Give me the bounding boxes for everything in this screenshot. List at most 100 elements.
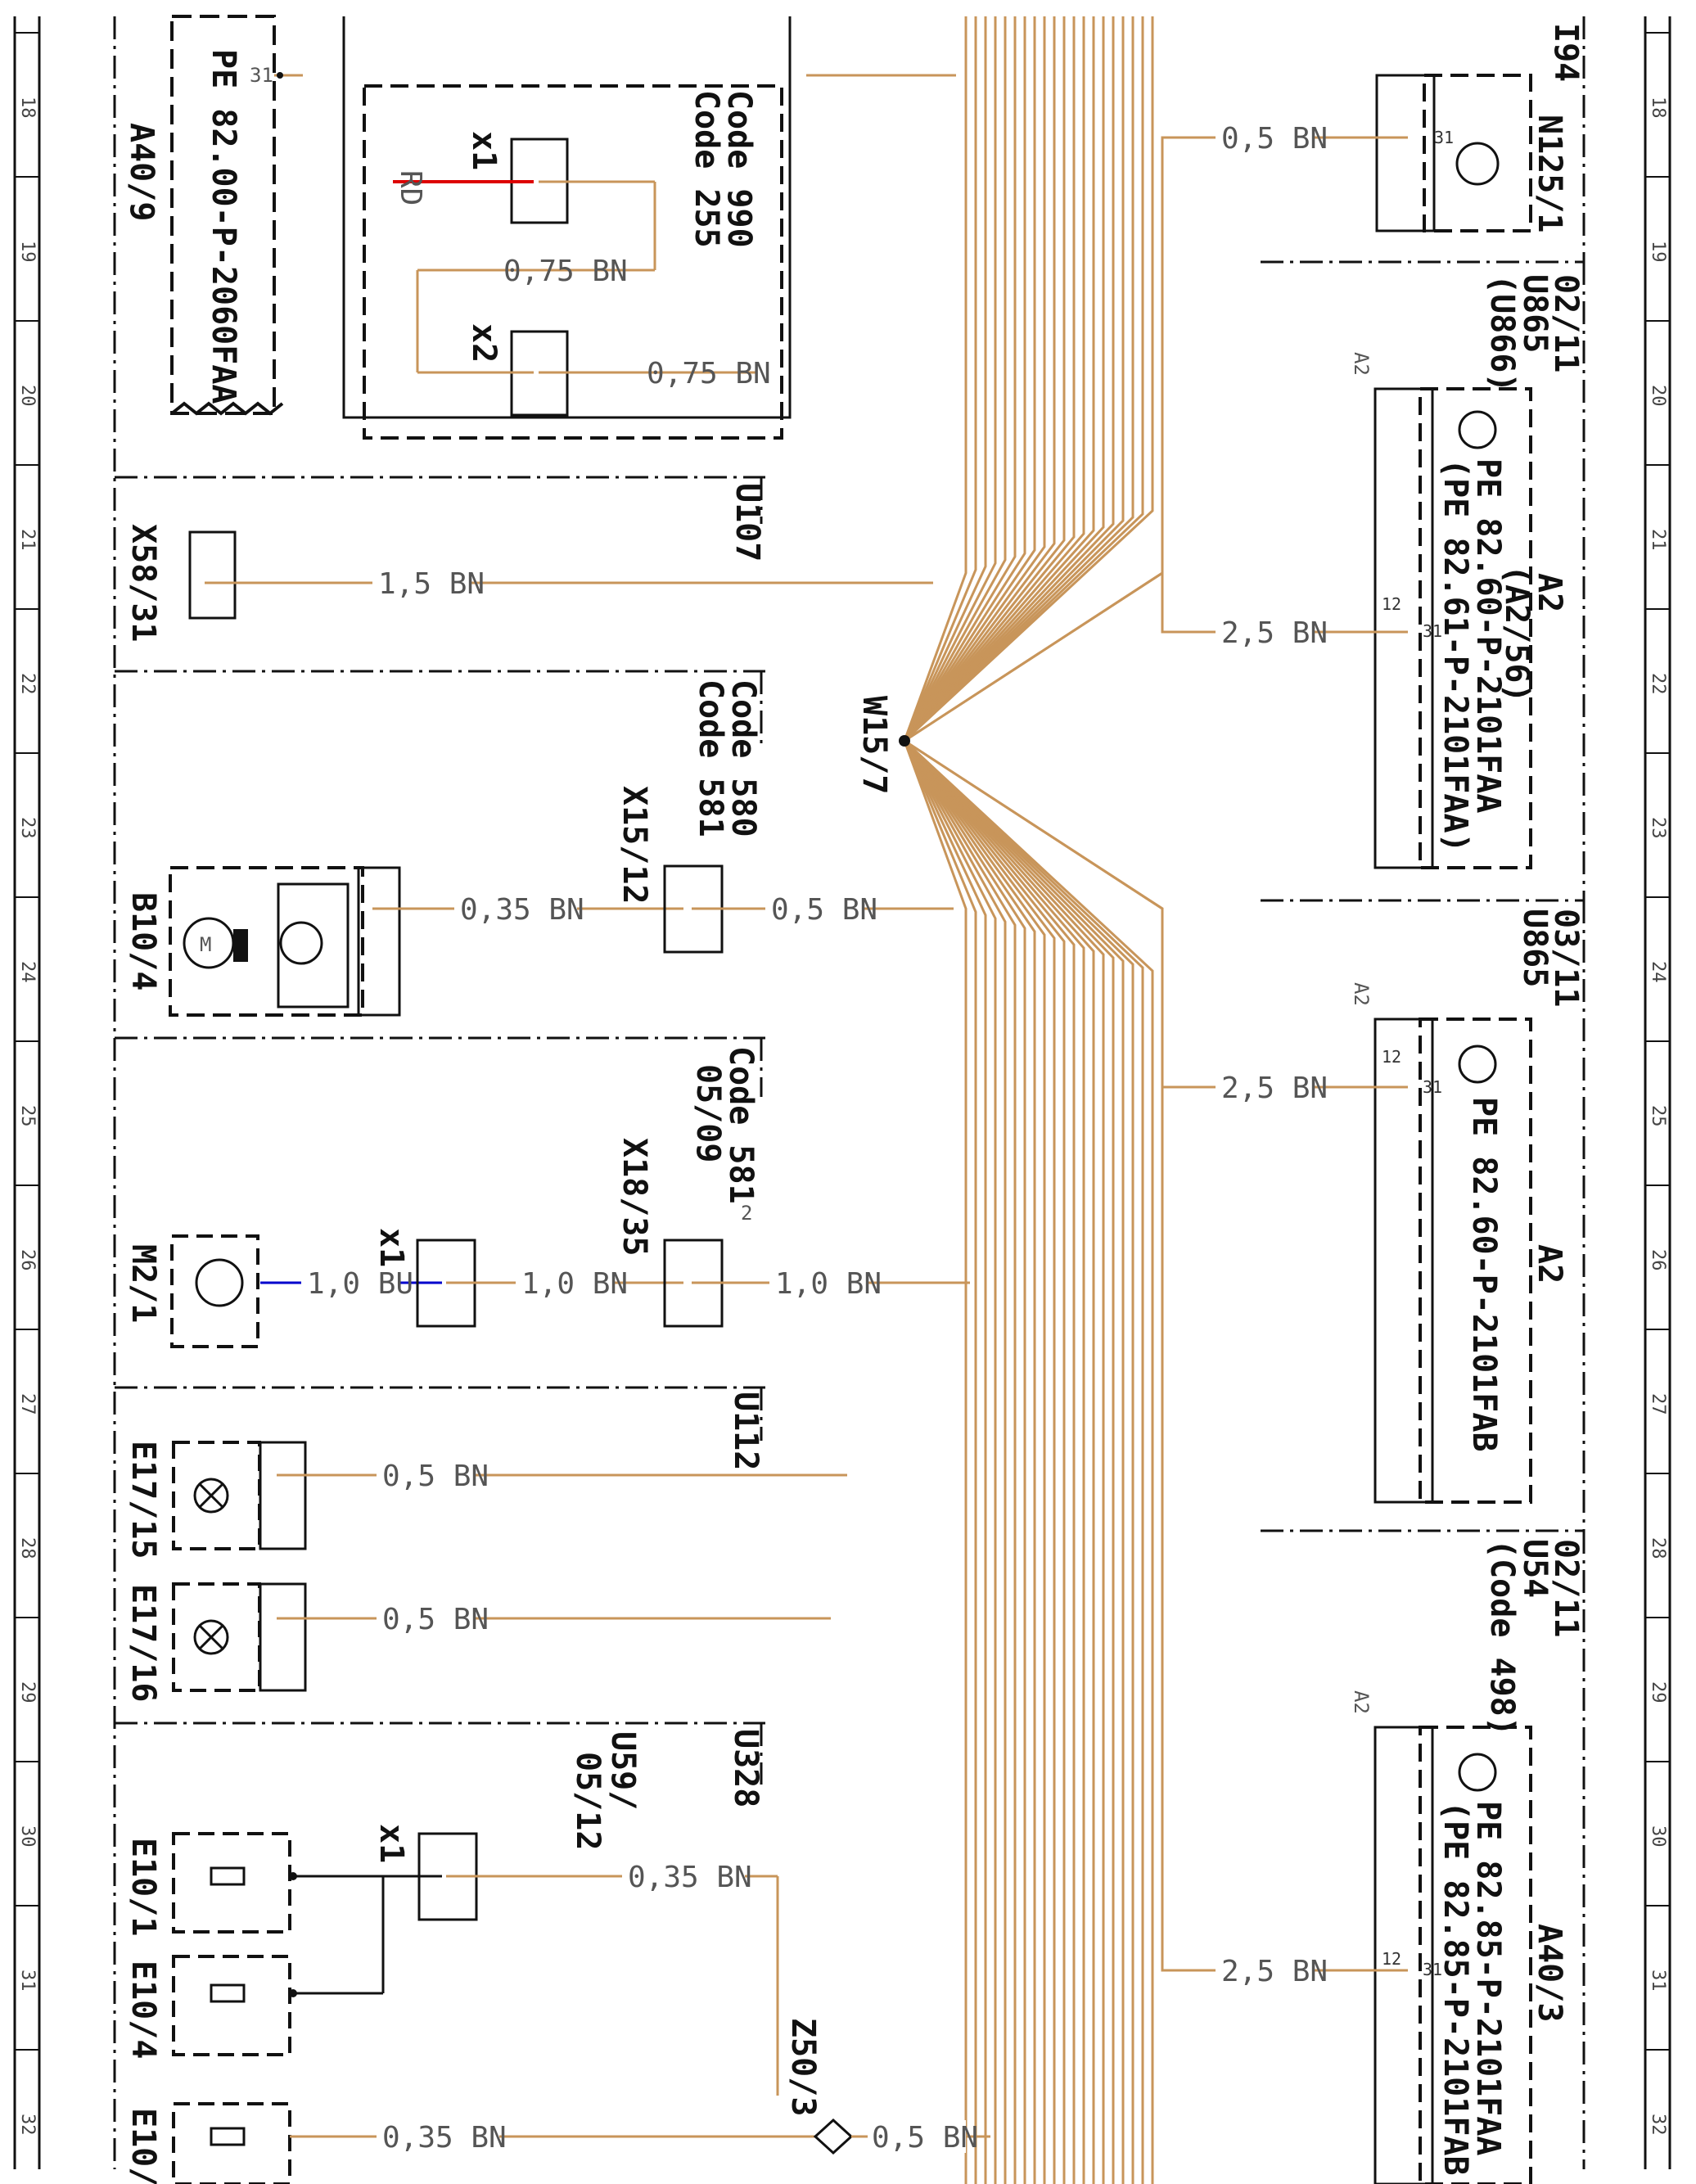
b10-4-wire1-label: 0,35 BN — [460, 893, 584, 927]
a40-3-wire-label: 2,5 BN — [1221, 1955, 1328, 1988]
x2-out-wire-label: 0,75 BN — [647, 357, 771, 390]
x2-connector-label: x2 — [465, 323, 503, 363]
code-581-label-b: Code 581 — [722, 1046, 760, 1204]
x58-31-wire-label: 1,5 BN — [378, 567, 485, 601]
harness-wire — [903, 16, 987, 742]
harness-wire — [903, 739, 1125, 2184]
u328-wire1-label: 0,35 BN — [628, 1861, 752, 1894]
a2-1-ref2: (PE 82.61-P-2101FAA) — [1437, 458, 1474, 853]
a2-block-2: 03/11 U865 A2 A2 PE 82.60-P-2101FAB 12 3… — [1199, 909, 1585, 1504]
harness-branch — [904, 571, 1179, 742]
a40-3-block: 02/11 U54 (Code 498) A2 A40/3 PE 82.85-P… — [1187, 1539, 1585, 2184]
grid-number: 22 — [17, 673, 38, 695]
harness-wire — [903, 16, 1056, 742]
harness-wire — [903, 16, 1144, 742]
m2-1-wire3-label: 1,0 BN — [775, 1267, 882, 1301]
z50-3-name: Z50/3 — [784, 2018, 822, 2116]
a2-1-ref1: PE 82.60-P-2101FAA — [1469, 458, 1507, 813]
harness-wire — [903, 740, 1017, 2184]
grid-number: 25 — [1648, 1105, 1668, 1127]
harness-wire — [903, 16, 1105, 742]
harness-wire — [903, 740, 968, 2184]
a40-3-u1: U54 — [1516, 1539, 1554, 1598]
b10-4-name: B10/4 — [124, 892, 162, 990]
grid-number: 26 — [1648, 1249, 1668, 1271]
grid-number: 23 — [1648, 817, 1668, 839]
grid-number: 21 — [17, 529, 38, 551]
i94-section-label: I94 — [1547, 23, 1585, 82]
u328-block: U328 U59/ 05/12 E10/1 E10/4 x1 0,35 BN E… — [124, 1729, 819, 2184]
m2-1-x1-label: x1 — [372, 1228, 410, 1267]
a2-2-pre-label: A2 — [1350, 982, 1373, 1006]
grid-number: 18 — [1648, 97, 1668, 119]
grid-number: 20 — [17, 385, 38, 407]
u59-label: U59/ — [604, 1731, 642, 1810]
e17-15-name: E17/15 — [124, 1441, 162, 1559]
grid-number: 20 — [1648, 385, 1668, 407]
harness-wire — [903, 16, 1095, 742]
harness-wire — [903, 740, 1066, 2184]
left-border-strip — [13, 16, 41, 2169]
grid-number: 31 — [1648, 1970, 1668, 1992]
motor-symbol-m: M — [200, 933, 211, 956]
a2-block-1: 02/11 U865 (U866) A2 A2 (A2/56) PE 82.60… — [1179, 274, 1585, 869]
harness-branch — [904, 739, 1187, 1972]
harness-wire — [903, 16, 1007, 742]
a2-2-ref1: PE 82.60-P-2101FAB — [1465, 1097, 1503, 1451]
grid-number: 27 — [17, 1393, 38, 1415]
a40-3-arrow: 02/11 — [1547, 1539, 1585, 1637]
u112-block: U112 E17/15 0,5 BN E17/16 0,5 BN — [124, 1392, 847, 1703]
u328-x1-label: x1 — [372, 1824, 410, 1863]
grid-number: 29 — [17, 1681, 38, 1703]
grid-number: 30 — [1648, 1825, 1668, 1848]
e10-2-name: E10/2 — [124, 2108, 162, 2184]
arrow-05-09: 05/09 — [689, 1064, 727, 1162]
w15-7-name: W15/7 — [855, 696, 893, 794]
grid-number: 32 — [17, 2114, 38, 2136]
code-990-block: Code 990 Code 255 x1 RD 0,75 BN x2 0,75 … — [342, 16, 956, 440]
x18-35-pin2: 2 — [741, 1202, 752, 1225]
harness-wire — [903, 16, 1076, 742]
a40-9-ref: PE 82.00-P-2060FAA — [205, 49, 242, 404]
m2-1-name: M2/1 — [124, 1244, 162, 1323]
x15-12-name: X15/12 — [616, 786, 653, 905]
a2-1-name2: (A2/56) — [1498, 565, 1536, 703]
a2-1-pre-label: A2 — [1350, 352, 1373, 376]
harness-wire — [903, 739, 1134, 2184]
grid-number: 28 — [1648, 1537, 1668, 1559]
harness-wire — [903, 16, 1115, 742]
grid-number: 32 — [1648, 2114, 1668, 2136]
e17-16-wire-label: 0,5 BN — [382, 1603, 489, 1636]
a2-2-pin12: 12 — [1382, 1047, 1401, 1067]
harness-wire — [903, 740, 1007, 2184]
z50-3-wire-label: 0,5 BN — [872, 2121, 978, 2155]
harness-wire — [903, 16, 1026, 742]
u107-section-label: U107 — [728, 483, 766, 562]
a40-3-u2: (Code 498) — [1483, 1539, 1521, 1736]
x18-35-name: X18/35 — [616, 1138, 653, 1257]
e10-2-wire-label: 0,35 BN — [382, 2121, 507, 2155]
a40-3-pin12: 12 — [1382, 1949, 1401, 1969]
e17-15-wire-label: 0,5 BN — [382, 1460, 489, 1493]
a2-2-name: A2 — [1531, 1244, 1568, 1284]
grid-number: 19 — [1648, 241, 1668, 263]
a40-9-name: A40/9 — [123, 123, 160, 221]
n125-1-pin: 31 — [1434, 128, 1454, 147]
a40-9-block: 31 PE 82.00-P-2060FAA A40/9 — [123, 15, 303, 416]
grid-ticks — [15, 32, 1670, 2051]
grid-number: 26 — [17, 1249, 38, 1271]
left-section-dividers — [113, 16, 765, 2169]
e10-1-name: E10/1 — [124, 1838, 162, 1936]
harness-wire — [903, 16, 1046, 742]
a2-1-u1: U865 — [1516, 274, 1554, 353]
harness-wire — [903, 740, 987, 2184]
wire-harness-bundle — [903, 16, 1199, 2184]
harness-wire — [903, 740, 1076, 2184]
w15-7-ground-point: W15/7 — [855, 696, 910, 794]
n125-1-block: I94 N125/1 31 0,5 BN — [1166, 23, 1585, 233]
harness-wire — [903, 739, 1115, 2184]
u328-section-label: U328 — [727, 1729, 765, 1807]
a2-1-name: A2 — [1531, 573, 1568, 612]
harness-wire — [903, 16, 1125, 742]
